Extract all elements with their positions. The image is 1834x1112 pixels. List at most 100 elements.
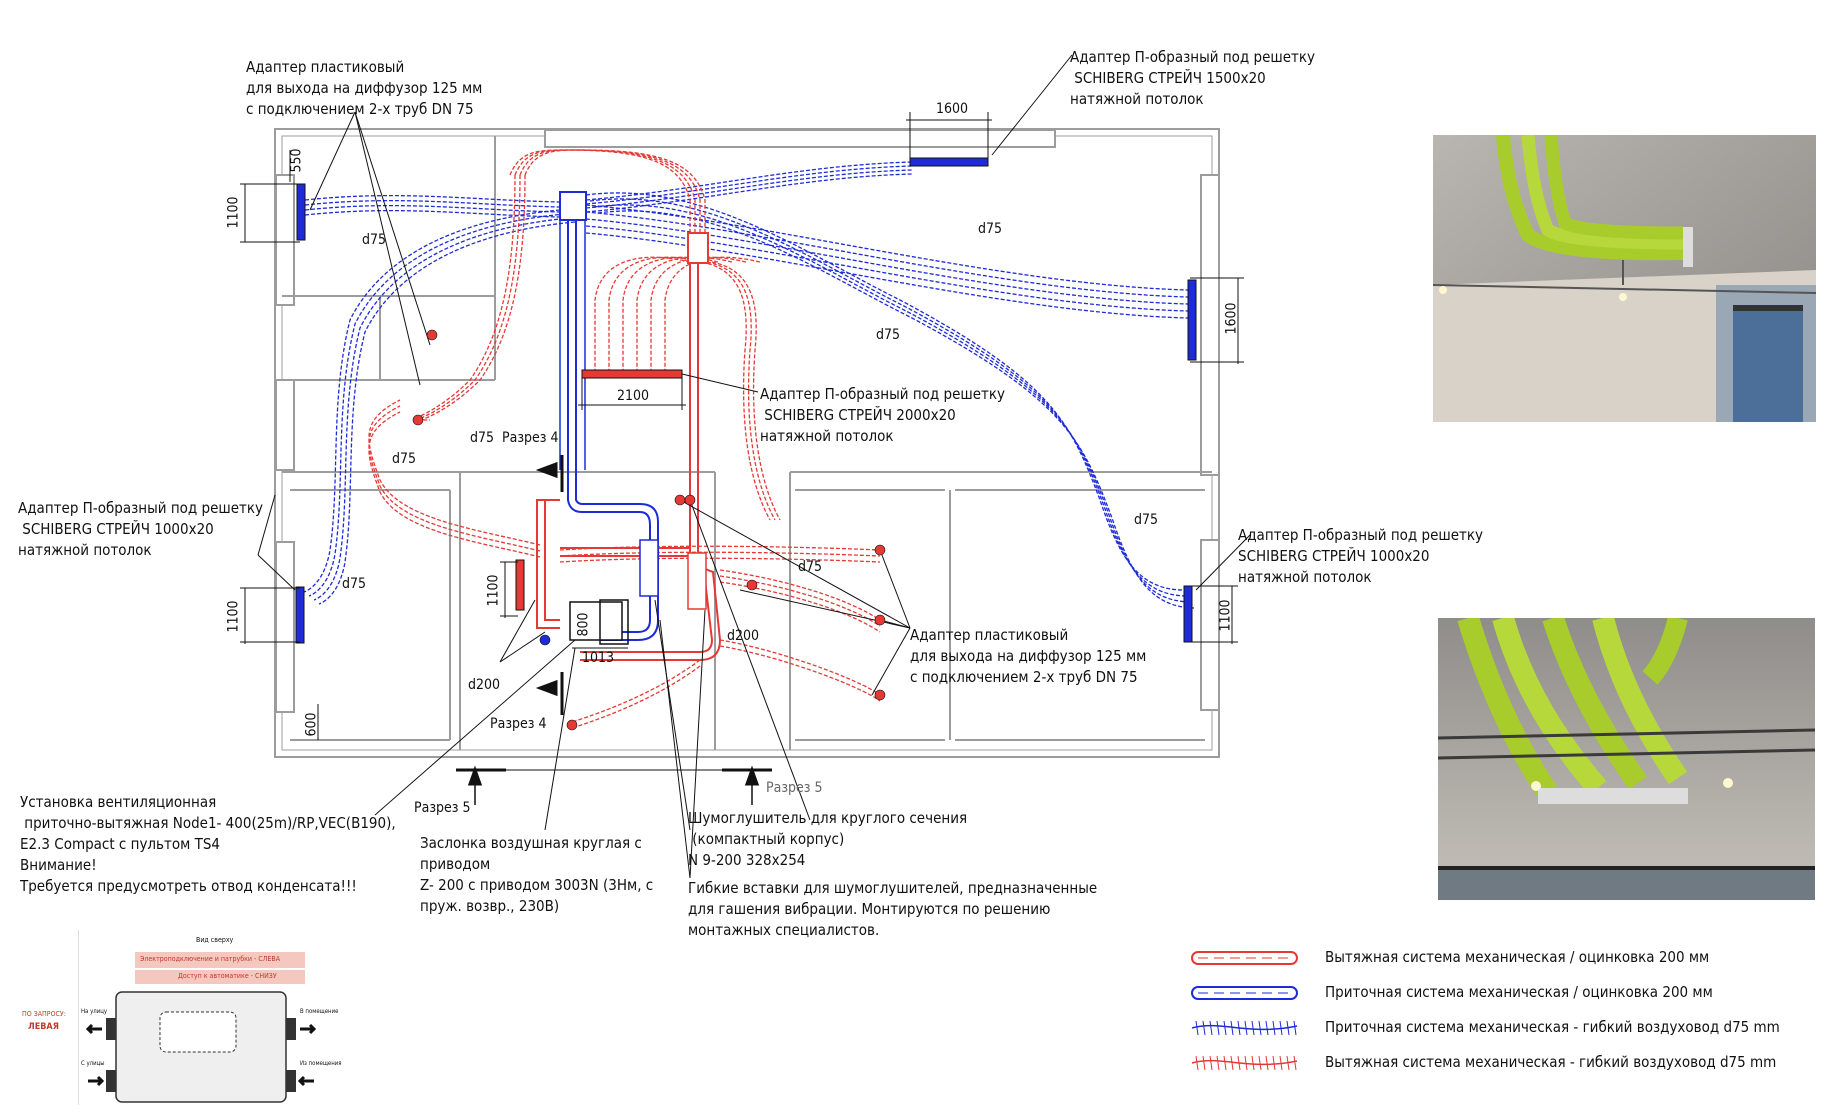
label-razrez4-top: Разрез 4 [502,430,559,446]
supply-flex-duct [593,204,1193,603]
exhaust-flex-duct [571,665,701,729]
label-unit-install: Установка вентиляционная приточно-вытяжн… [20,793,396,895]
supply-flex-duct [304,200,561,208]
supply-flex-duct [597,210,1197,609]
supply-flex-duct [589,198,1189,597]
pipe-label-d75: d75 [362,232,387,248]
exhaust-flex-duct [368,399,541,546]
supply-flex-duct [303,209,561,593]
diffuser-terminal [874,689,886,701]
window-top [544,129,1056,148]
inset-port-bl: С улицы [81,1060,105,1067]
pipe-label-d75: d75 [470,430,495,446]
supply-flex-duct [585,204,1189,291]
photo-ceiling-ducts-2 [1438,618,1815,900]
unit-top-view-inset: Вид сверху Электроподключение и патрубки… [22,930,348,1105]
supply-rigid-ducts [559,204,659,641]
legend-swatch [1191,1055,1298,1071]
window-left-1 [275,174,295,306]
label-razrez4-bottom: Разрез 4 [490,716,547,732]
exhaust-flex-duct [514,149,696,262]
exhaust-flex-duct [368,411,541,558]
grille-left-bottom [295,586,305,644]
grille-right-top [1187,279,1197,361]
pipe-label-d75: d75 [1134,512,1159,528]
dim-1100-left-bottom: 1100 [225,600,242,633]
grille-left-top [296,183,306,241]
label-flex-inserts: Гибкие вставки для шумоглушителей, предн… [688,879,1098,939]
exhaust-flex-duct [719,581,881,633]
label-razrez5: Разрез 5 [414,800,471,816]
inset-port-br: Из помещения [300,1060,342,1067]
exhaust-flex-duct [636,256,733,370]
photo-ducts-illustration [1433,135,1816,422]
inset-port-tl: На улицу [81,1008,108,1015]
inset-port-tr: В помещение [300,1008,339,1015]
legend-swatch [1191,1020,1298,1036]
label-adapter-p-left: Адаптер П-образный под решетку SCHIBERG … [18,499,264,559]
diffuser-terminals [412,329,886,731]
diffuser-terminal [684,494,696,506]
inset-banner-2: Доступ к автоматике - СНИЗУ [178,972,277,980]
photo-ceiling-ducts-1 [1433,135,1816,422]
exhaust-flex-duct [423,174,526,421]
pipe-label-d75: d75 [876,327,901,343]
dim-1100-unit: 1100 [485,574,502,607]
dim-1013: 1013 [582,650,615,666]
grille-right-bottom [1183,585,1193,643]
exhaust-flex-duct [368,405,541,552]
supply-flex-duct [585,161,913,201]
window-left-2 [275,379,295,471]
pipe-label-d75: d75 [798,559,823,575]
label-damper: Заслонка воздушная круглая с приводом Z-… [420,834,654,915]
supply-flex-duct [304,210,561,218]
inset-banner-1: Электроподключение и патрубки - СЛЕВА [140,955,281,963]
label-adapter-p-center: Адаптер П-образный под решетку SCHIBERG … [760,385,1006,445]
grille-top [909,157,989,167]
pipe-label-d75: d75 [392,451,417,467]
exhaust-flex-duct [571,659,701,723]
diffuser-terminal [412,414,424,426]
inset-title: Вид сверху [196,936,234,944]
legend-swatch [1191,951,1298,965]
supply-flex-duct [585,165,913,205]
legend-label: Вытяжная система механическая / оцинковк… [1325,948,1710,966]
supply-flex-duct [585,192,1185,591]
dim-600: 600 [303,712,320,737]
label-adapter-plastic-top: Адаптер пластиковый для выхода на диффуз… [246,58,483,118]
dim-2100: 2100 [617,388,650,404]
label-adapter-p-top: Адаптер П-образный под решетку SCHIBERG … [1070,48,1316,108]
dim-550: 550 [288,148,305,173]
diffuser-terminal [426,329,438,341]
label-silencer: Шумоглушитель для круглого сечения (комп… [688,809,968,869]
legend-swatch [1191,986,1298,1000]
section-markers [456,455,772,805]
legend-label: Вытяжная система механическая - гибкий в… [1325,1053,1777,1071]
leader-lines [257,54,1251,879]
inset-side-label: ПО ЗАПРОСУ: [22,1010,66,1018]
supply-flex-duct [304,195,561,203]
exhaust-flex-duct [519,149,701,262]
plenum-box-right [687,232,709,264]
exhaust-flex-duct [650,256,747,370]
label-adapter-plastic-bottom: Адаптер пластиковый для выхода на диффуз… [910,626,1147,686]
legend-label: Приточная система механическая / оцинков… [1325,983,1713,1001]
diffuser-terminal [566,719,578,731]
exhaust-flex-duct [701,261,771,521]
dim-800: 800 [575,612,592,637]
pipe-label-d75: d75 [342,576,367,592]
label-razrez5-right: Разрез 5 [766,780,823,796]
plenum-boxes [559,191,709,264]
diffuser-terminal [746,579,758,591]
silencers [639,539,707,610]
exhaust-flex-duct [719,639,881,696]
exhaust-flex-duct [706,261,776,521]
diffuser-terminal [539,634,551,646]
inset-drawing [78,930,317,1105]
exhaust-flex-duct [608,256,705,370]
walls [274,128,1220,758]
dim-1100-left-top: 1100 [225,196,242,229]
exhaust-flex-duct [559,557,881,563]
supply-flex-duct [585,169,913,209]
